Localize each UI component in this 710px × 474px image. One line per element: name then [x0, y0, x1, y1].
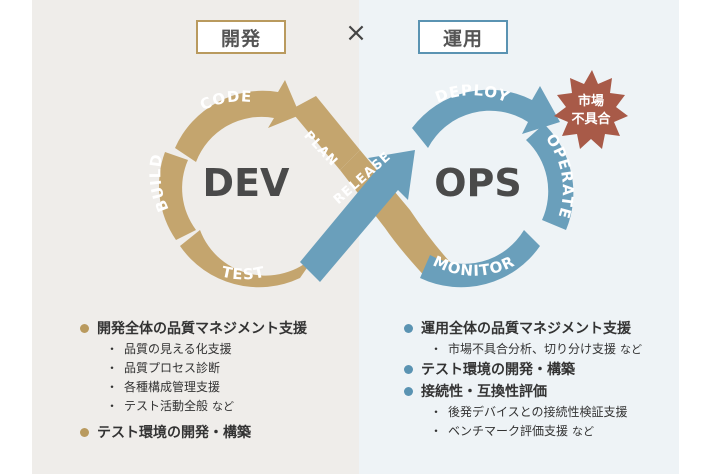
- ops-list-item-2: テスト環境の開発・構築: [404, 358, 676, 380]
- dev-sub-item: ・品質プロセス診断: [106, 361, 221, 375]
- dev-list-item-2: テスト環境の開発・構築: [80, 421, 350, 443]
- operate-arrow: [526, 124, 574, 230]
- ops-sub-item: ・後発デバイスとの接続性検証支援: [430, 405, 628, 419]
- ops-service-list: 運用全体の品質マネジメント支援 ・市場不具合分析、切り分け支援など テスト環境の…: [404, 317, 676, 440]
- badge-line2: 不具合: [571, 111, 611, 127]
- ops-sub-item: ・ベンチマーク評価支援など: [430, 424, 595, 438]
- ops-center-label: OPS: [434, 161, 522, 205]
- ops-loop: [300, 86, 574, 288]
- ops-sub-item: ・市場不具合分析、切り分け支援など: [430, 342, 643, 356]
- badge-line1: 市場: [578, 93, 604, 109]
- monitor-arrow: [420, 230, 540, 288]
- dev-sub-item: ・各種構成管理支援: [106, 380, 221, 394]
- gold-bullet-icon: [80, 427, 89, 437]
- stage-test-label: TEST: [220, 263, 267, 284]
- build-arrow: [158, 152, 196, 240]
- blue-bullet-icon: [404, 386, 413, 396]
- dev-sub-item: ・テスト活動全般など: [106, 399, 235, 413]
- dev-sub-item: ・品質の見える化支援: [106, 342, 232, 356]
- plan-arrow: [290, 96, 360, 170]
- blue-bullet-icon: [404, 323, 413, 333]
- blue-bullet-icon: [404, 364, 413, 374]
- starburst-shape: [554, 70, 628, 149]
- deploy-arrow: [412, 86, 560, 148]
- release-arrow: [300, 150, 415, 282]
- dev-center-label: DEV: [203, 161, 291, 205]
- dev-header-label: 開発: [196, 20, 286, 54]
- gold-bullet-icon: [80, 323, 89, 333]
- cross-symbol: ×: [345, 18, 367, 48]
- test-arrow: [180, 230, 318, 288]
- code-arrow: [175, 80, 300, 162]
- dev-list-item-1: 開発全体の品質マネジメント支援: [80, 317, 350, 339]
- ops-header-label: 運用: [418, 20, 508, 54]
- market-defect-badge: 市場 不具合: [554, 70, 628, 149]
- ops-list-item-3: 接続性・互換性評価: [404, 380, 676, 402]
- dev-service-list: 開発全体の品質マネジメント支援 ・品質の見える化支援 ・品質プロセス診断 ・各種…: [80, 317, 350, 443]
- ops-list-item-1: 運用全体の品質マネジメント支援: [404, 317, 676, 339]
